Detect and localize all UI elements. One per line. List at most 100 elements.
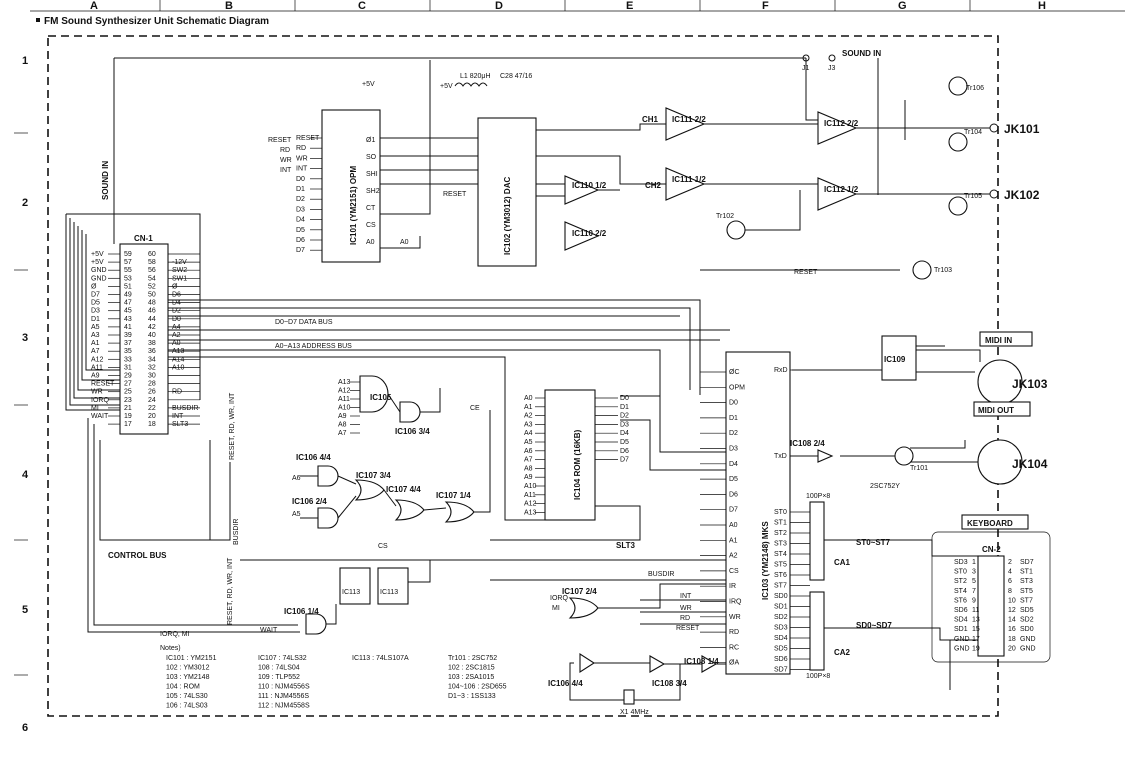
mks-left-pin-label: ØC bbox=[729, 369, 740, 376]
cn2-left-pin-label: SD6 bbox=[954, 607, 968, 614]
opm-left-pin-label: D2 bbox=[296, 196, 305, 203]
svg-text:IC106 3/4: IC106 3/4 bbox=[395, 427, 430, 436]
tr101-label: Tr101 bbox=[910, 465, 928, 472]
tr101-transistor bbox=[894, 446, 914, 466]
ic102-dac bbox=[477, 117, 537, 267]
svg-text:Tr105: Tr105 bbox=[964, 193, 982, 200]
opm-left-pin-label: D7 bbox=[296, 247, 305, 254]
rom-address-pin-label: A7 bbox=[524, 457, 533, 464]
tr104-transistor: Tr104 bbox=[948, 129, 982, 152]
ic106-24-gate: IC106 2/4 bbox=[292, 497, 339, 529]
cn1-pin-right-label: -12V bbox=[172, 259, 187, 266]
mks-right-pin-label: ST2 bbox=[774, 530, 787, 537]
cn1-pin-number: 45 bbox=[124, 308, 132, 315]
mks-right-pin-label: ST0 bbox=[774, 509, 787, 516]
iorq-mi-label: IORQ, MI bbox=[160, 631, 190, 638]
cn2-pin-number: 9 bbox=[972, 597, 976, 604]
busdir-label-mks: BUSDIR bbox=[648, 571, 674, 578]
cn2-left-pin-label: ST0 bbox=[954, 569, 967, 576]
ic105-input-label: A8 bbox=[338, 422, 347, 429]
grid-row-ticks bbox=[14, 132, 28, 676]
cn1-pin-number: 60 bbox=[148, 251, 156, 258]
opm-left-pin-label: D1 bbox=[296, 186, 305, 193]
svg-text:IC107 1/4: IC107 1/4 bbox=[436, 491, 471, 500]
cn2-right-pin-label: SD2 bbox=[1020, 617, 1034, 624]
rd-label-mks: RD bbox=[680, 615, 690, 622]
grid-col-ticks bbox=[159, 0, 971, 11]
tr103-transistor: Tr103 bbox=[912, 260, 952, 280]
grid-col-e: E bbox=[626, 0, 633, 12]
reset-wr-rd-int-label-lower: RESET, RD, WR, INT bbox=[227, 557, 234, 625]
cn2-pin-number: 14 bbox=[1008, 617, 1016, 624]
cn2-pin-number: 4 bbox=[1008, 569, 1012, 576]
ic101-opm bbox=[321, 109, 381, 263]
ic110-12-label: IC110 1/2 bbox=[572, 181, 607, 190]
grid-row-6: 6 bbox=[22, 722, 28, 734]
mks-right-pin-label: SD2 bbox=[774, 614, 788, 621]
cn1-pin-left-label: MI bbox=[91, 405, 99, 412]
cn2-right-pin-label: GND bbox=[1020, 645, 1036, 652]
cn1-pin-number: 18 bbox=[148, 421, 156, 428]
opm-dac-links bbox=[380, 60, 478, 249]
opm-left-pin-label: D0 bbox=[296, 176, 305, 183]
cn1-pin-right-label: SW2 bbox=[172, 267, 187, 274]
cn1-pin-number: 34 bbox=[148, 356, 156, 363]
rom-data-pin-label: D0 bbox=[620, 395, 629, 402]
cn1-pin-number: 52 bbox=[148, 283, 156, 290]
ic103-label: IC103 (YM2148) MKS bbox=[761, 521, 770, 600]
keyboard-box bbox=[961, 514, 1029, 530]
cn1-pin-number: 51 bbox=[124, 283, 132, 290]
ic113-flipflops: IC113 IC113 bbox=[339, 567, 409, 605]
grid-row-1: 1 bbox=[22, 55, 28, 67]
cn1-pin-number: 57 bbox=[124, 259, 132, 266]
cn1-pin-number: 53 bbox=[124, 275, 132, 282]
grid-row-3: 3 bbox=[22, 332, 28, 344]
cn1-pin-left-label: D5 bbox=[91, 300, 100, 307]
cn2-label: CN-2 bbox=[982, 545, 1001, 554]
cn1-pin-left-label: +5V bbox=[91, 251, 104, 258]
rom-data-pin-label: D5 bbox=[620, 439, 629, 446]
cn1-pin-number: 44 bbox=[148, 316, 156, 323]
wr-label-mks: WR bbox=[680, 605, 692, 612]
mks-left-pin-label: RC bbox=[729, 644, 739, 651]
notes-line: 106 : 74LS03 bbox=[166, 703, 208, 710]
mks-right-pin-label: TxD bbox=[774, 453, 787, 460]
ic105-input-label: A10 bbox=[338, 405, 351, 412]
cn1-pin-right-label: RD bbox=[172, 389, 182, 396]
mks-right-pin-label: SD6 bbox=[774, 656, 788, 663]
j1-jack[interactable] bbox=[802, 54, 810, 62]
logic-wires bbox=[240, 388, 726, 625]
ic112-12-opamp bbox=[817, 177, 858, 211]
svg-text:IC113: IC113 bbox=[342, 589, 360, 596]
mks-left-pin-label: A2 bbox=[729, 553, 738, 560]
cn2-right-pin-label: SD5 bbox=[1020, 607, 1034, 614]
cn1-pin-number: 40 bbox=[148, 332, 156, 339]
rom-address-pin-label: A3 bbox=[524, 421, 533, 428]
opm-left-pin-label: D3 bbox=[296, 206, 305, 213]
ic105-gate: IC105 bbox=[359, 375, 392, 413]
midi-out-box bbox=[973, 401, 1031, 417]
ic105-input-label: A11 bbox=[338, 396, 350, 403]
cn1-pin-number: 58 bbox=[148, 259, 156, 266]
cn1-pin-left-label: WAIT bbox=[91, 413, 109, 420]
rom-address-pin-label: A12 bbox=[524, 501, 537, 508]
jk102-jack[interactable] bbox=[989, 189, 999, 199]
svg-text:IC107 4/4: IC107 4/4 bbox=[386, 485, 421, 494]
mks-right-pin-label: SD3 bbox=[774, 625, 788, 632]
j3-jack[interactable] bbox=[828, 54, 836, 62]
mks-right-pins: RxDTxDST0ST1ST2ST3ST4ST5ST6ST7SD0SD1SD2S… bbox=[774, 367, 810, 674]
grid-row-2: 2 bbox=[22, 197, 28, 209]
grid-col-b: B bbox=[225, 0, 233, 12]
cn2-left-pin-label: SD3 bbox=[954, 559, 968, 566]
rom-address-pin-label: A1 bbox=[524, 404, 533, 411]
jk101-jack[interactable] bbox=[989, 123, 999, 133]
jk104-label: JK104 bbox=[1012, 457, 1048, 471]
int-label-mks: INT bbox=[680, 593, 692, 600]
reset-label-mks: RESET bbox=[676, 625, 700, 632]
ic111-12-opamp bbox=[665, 167, 706, 201]
notes-line: 112 : NJM4558S bbox=[258, 703, 310, 710]
rom-address-pin-label: A8 bbox=[524, 465, 533, 472]
mks-right-pin-label: ST3 bbox=[774, 541, 787, 548]
